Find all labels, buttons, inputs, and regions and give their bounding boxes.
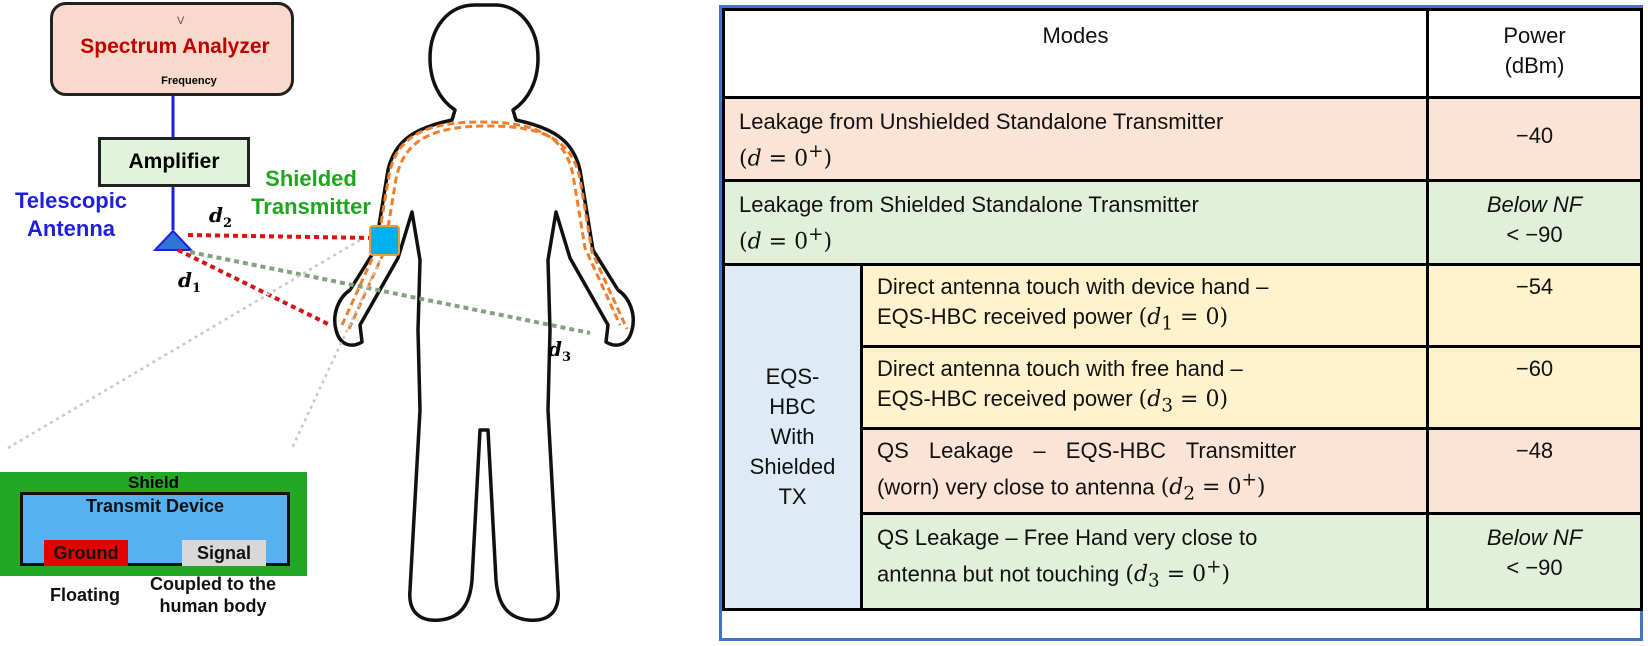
transmitter-label: Shielded Transmitter (236, 165, 386, 221)
modes-header: Modes (721, 8, 1430, 99)
table-row: Leakage from Unshielded Standalone Trans… (721, 96, 1644, 182)
d3-label: d3 (548, 337, 572, 365)
table-row: Leakage from Shielded Standalone Transmi… (721, 179, 1644, 266)
row-qs-free-hand-power: Below NF < −90 (1426, 512, 1644, 611)
row-shielded-power: Below NF < −90 (1426, 179, 1644, 266)
row-shielded-mode: Leakage from Shielded Standalone Transmi… (721, 179, 1430, 266)
antenna-icon (152, 229, 194, 251)
shield-label: Shield (127, 473, 179, 492)
row-qs-worn-mode: QS Leakage – EQS-HBC Transmitter (worn) … (859, 427, 1430, 515)
table-header-row: Modes Power (dBm) (721, 8, 1644, 99)
row-free-hand-power: −60 (1426, 345, 1644, 430)
row-qs-free-hand-mode: QS Leakage – Free Hand very close to ant… (859, 512, 1430, 611)
modes-power-table-frame: Modes Power (dBm) Leakage from Unshielde… (719, 5, 1644, 641)
table-row: QS Leakage – Free Hand very close to ant… (724, 512, 1644, 611)
body-wire-right-track (347, 124, 629, 330)
transmit-device-label: Transmit Device (85, 496, 225, 516)
d1-line (177, 248, 331, 327)
floating-label: Floating (50, 585, 120, 605)
row-unshielded-power: −40 (1426, 96, 1644, 182)
antenna-label-line1: Telescopic (14, 188, 128, 213)
measurement-setup-diagram: V Spectrum Analyzer Frequency Amplifier … (0, 0, 700, 646)
antenna-label: Telescopic Antenna (0, 187, 142, 243)
ground-box: Ground (44, 540, 128, 566)
row-qs-worn-power: −48 (1426, 427, 1644, 515)
d2-line (187, 233, 373, 240)
transmitter-label-line2: Transmitter (251, 194, 371, 219)
analyzer-frequency-label: Frequency (161, 75, 217, 87)
transmitter-label-line1: Shielded (265, 166, 357, 191)
spectrum-analyzer-label: Spectrum Analyzer (80, 35, 270, 58)
table-row: EQS- HBC With Shielded TX Direct antenna… (722, 263, 1644, 611)
spectrum-analyzer-box: V Spectrum Analyzer Frequency (50, 2, 294, 96)
body-wire-left-track (340, 120, 622, 326)
row-free-hand-mode: Direct antenna touch with free hand – EQ… (859, 345, 1430, 430)
d2-label: d2 (209, 203, 233, 231)
table-row: Direct antenna touch with free hand – EQ… (724, 345, 1644, 430)
row-unshielded-mode: Leakage from Unshielded Standalone Trans… (721, 96, 1430, 182)
power-header: Power (dBm) (1426, 8, 1644, 99)
modes-power-table: Modes Power (dBm) Leakage from Unshielde… (721, 8, 1644, 611)
signal-box: Signal (182, 540, 266, 566)
amplifier-box: Amplifier (98, 137, 250, 187)
eqs-hbc-group-label: EQS- HBC With Shielded TX (722, 263, 863, 611)
zoom-line-left (7, 238, 361, 450)
row-device-hand-mode: Direct antenna touch with device hand – … (859, 263, 1430, 348)
analyzer-v-label: V (177, 15, 185, 27)
d1-label: d1 (178, 268, 202, 296)
coupled-label: Coupled to the human body (150, 574, 276, 616)
antenna-label-line2: Antenna (27, 216, 115, 241)
row-device-hand-power: −54 (1426, 263, 1644, 348)
shielded-transmitter-icon (369, 225, 400, 256)
table-row: QS Leakage – EQS-HBC Transmitter (worn) … (724, 427, 1644, 515)
